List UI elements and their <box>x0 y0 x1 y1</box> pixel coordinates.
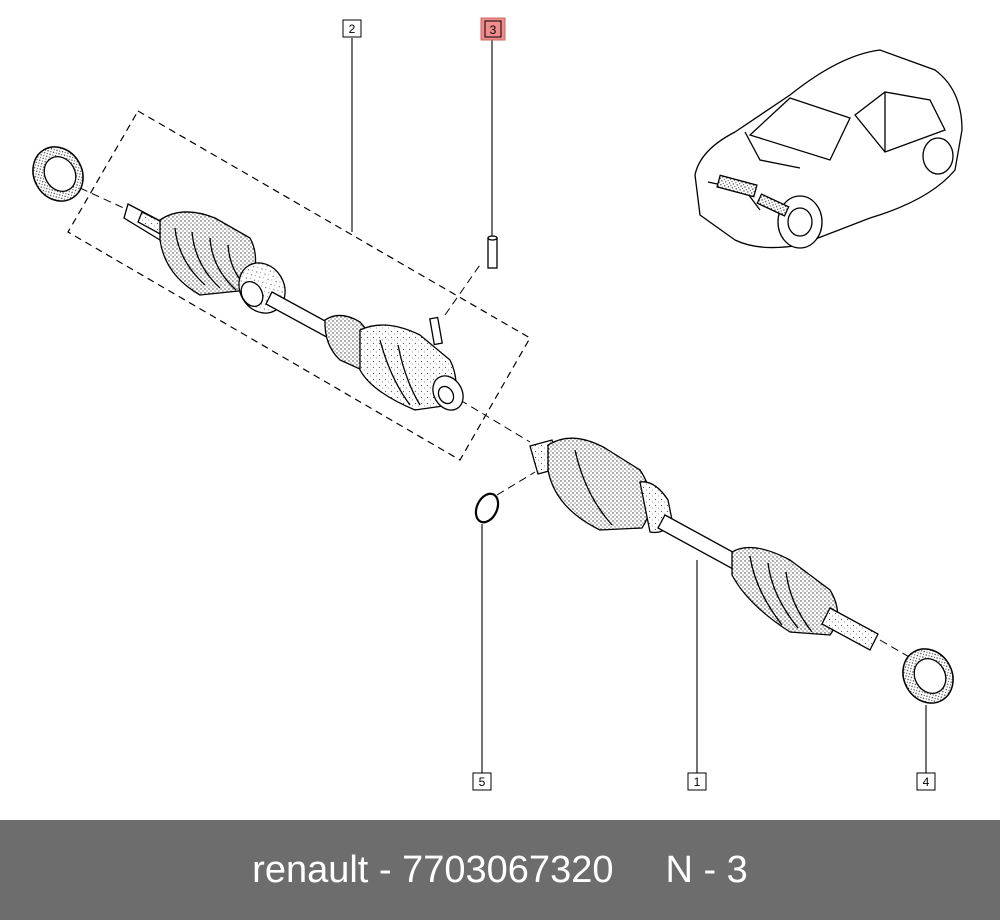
callout-2: 2 <box>342 19 362 38</box>
svg-text:1: 1 <box>694 775 701 789</box>
svg-text:2: 2 <box>349 22 356 36</box>
callout-1: 1 <box>687 772 707 791</box>
abs-ring-right <box>902 648 954 704</box>
callout-4: 4 <box>916 772 936 791</box>
svg-text:4: 4 <box>923 775 930 789</box>
driveshaft-upper <box>123 203 464 411</box>
axis-lines <box>79 187 919 663</box>
callout-3: 3 <box>480 17 506 41</box>
driveshaft-lower <box>529 437 879 651</box>
o-ring-part-5 <box>474 492 500 524</box>
diagram-reference: N - 3 <box>665 848 748 891</box>
roll-pin-part-3 <box>487 235 498 269</box>
callout-5: 5 <box>472 772 492 791</box>
abs-ring-left <box>32 146 84 202</box>
exploded-parts-diagram: 2 3 5 1 4 <box>32 17 963 791</box>
svg-text:3: 3 <box>490 23 497 37</box>
car-inset-illustration <box>694 49 963 249</box>
brand-part-number: renault - 7703067320 <box>252 848 614 891</box>
leader-lines <box>351 38 927 773</box>
part-number-footer: renault - 7703067320 N - 3 <box>0 820 1000 920</box>
svg-text:5: 5 <box>479 775 486 789</box>
group-outline-dashed <box>67 110 531 461</box>
